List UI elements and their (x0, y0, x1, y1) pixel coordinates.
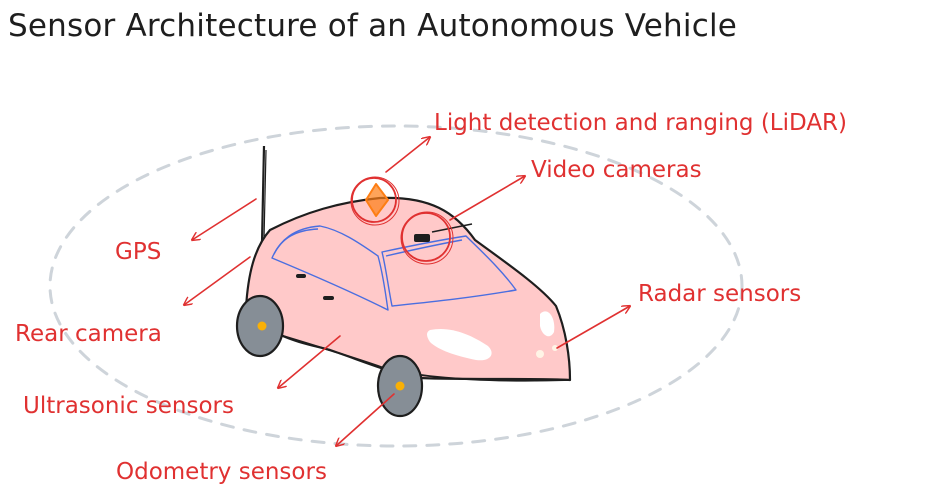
video-camera-unit (400, 211, 473, 265)
lidar-arrow (385, 137, 430, 173)
lidar-highlight-circle (351, 177, 397, 223)
radar-arrow (556, 306, 630, 349)
sensor-range-ellipse (48, 124, 744, 448)
video-cameras-label: Video cameras (531, 157, 702, 183)
rear-camera-arrow (184, 256, 251, 305)
lidar-label: Light detection and ranging (LiDAR) (434, 110, 847, 136)
car-windows (271, 225, 517, 311)
car-body (244, 196, 572, 382)
gps-arrow (192, 198, 257, 240)
video-camera-arrow (449, 176, 525, 221)
ultrasonic-sensors-label: Ultrasonic sensors (23, 393, 234, 419)
odometry-sensors-label: Odometry sensors (116, 459, 327, 485)
rear-camera-label: Rear camera (15, 321, 162, 347)
lidar-unit (350, 176, 400, 226)
rear-wheel (235, 294, 285, 358)
camera-highlight-circle (401, 212, 451, 262)
gps-label: GPS (115, 239, 161, 265)
front-wheel (376, 354, 424, 418)
car (244, 196, 572, 382)
antenna (260, 145, 267, 244)
radar-sensors-label: Radar sensors (638, 281, 801, 307)
odometry-arrow (336, 393, 395, 446)
ultrasonic-arrow (278, 335, 341, 388)
diagram-title: Sensor Architecture of an Autonomous Veh… (8, 8, 738, 44)
